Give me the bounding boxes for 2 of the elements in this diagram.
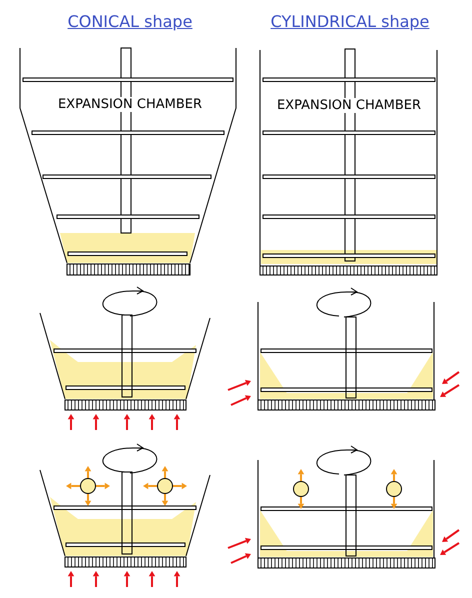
heading-link: CYLINDRICAL shape: [270, 14, 430, 30]
heading-link: CONICAL shape: [66, 14, 194, 30]
